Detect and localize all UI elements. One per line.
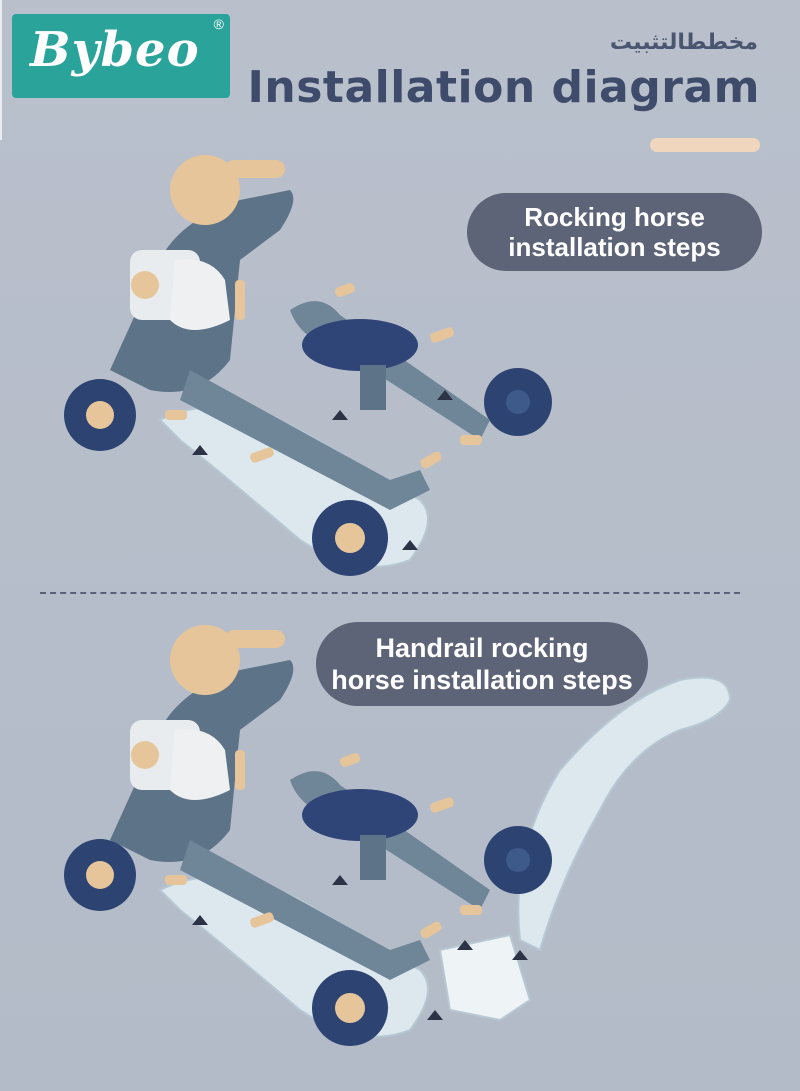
title-accent-bar [650,138,760,152]
edge-line [0,0,2,140]
registered-mark: ® [213,16,224,32]
brand-logo: Bybeo ® [12,14,230,98]
step2-label-pill: Handrail rocking horse installation step… [316,622,648,706]
brand-name: Bybeo [30,22,200,78]
rocking-horse-exploded-illustration [64,155,552,576]
step1-label-line1: Rocking horse [524,202,705,232]
step2-label-line2: horse installation steps [331,665,633,695]
step2-label-line1: Handrail rocking [375,633,589,663]
page-title: Installation diagram [247,62,760,113]
step1-label-pill: Rocking horse installation steps [467,193,762,271]
handrail-rocking-horse-exploded-illustration [64,625,732,1046]
section-divider [40,592,740,594]
step1-label-line2: installation steps [508,232,721,262]
arabic-title: مخططالتثبيت [609,30,758,55]
